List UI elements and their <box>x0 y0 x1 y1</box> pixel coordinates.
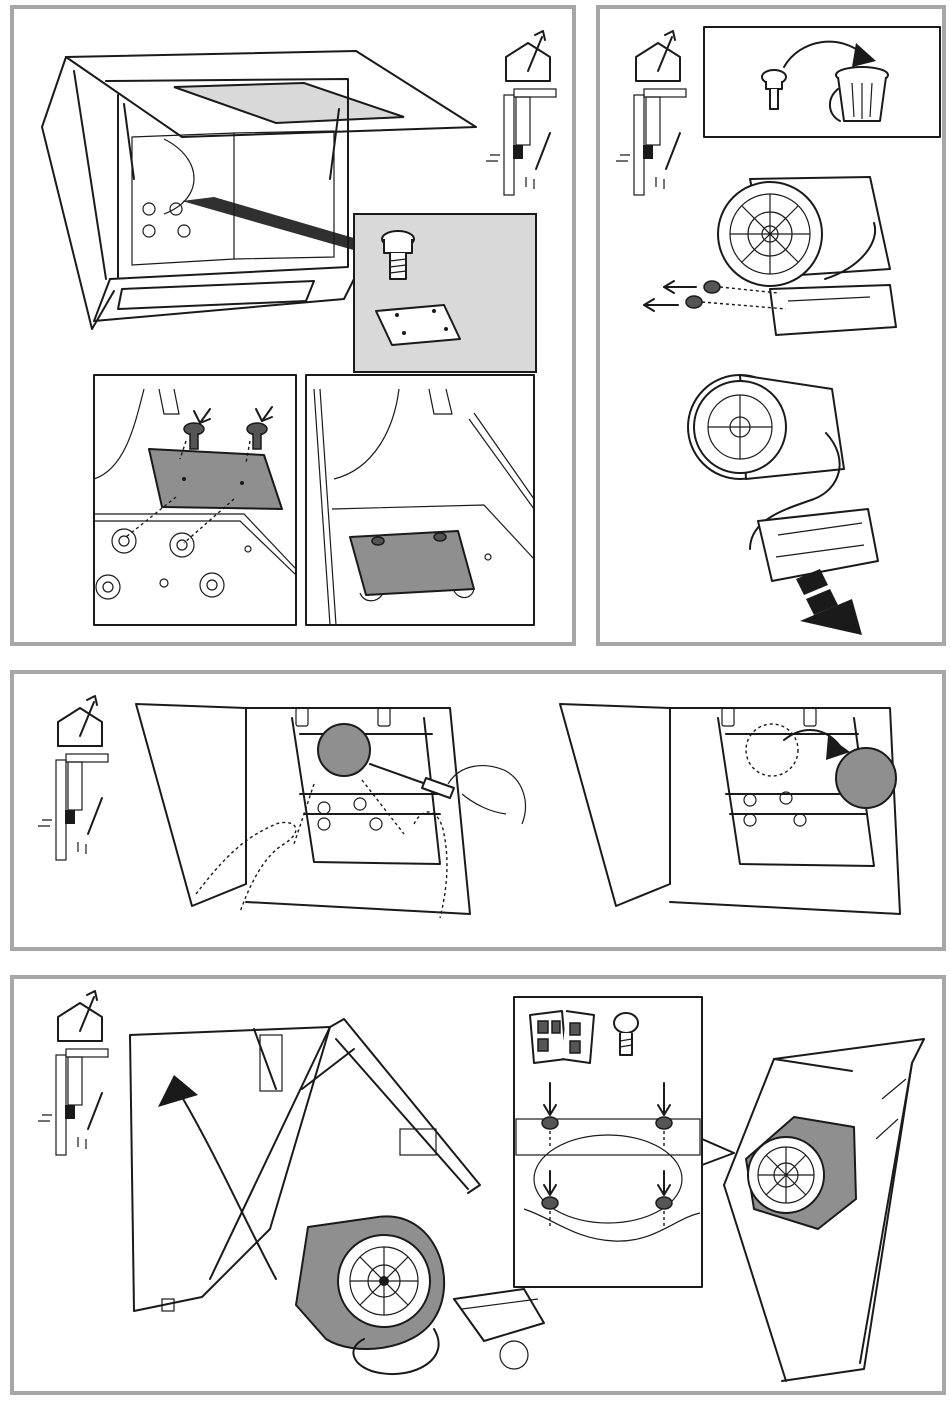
motor-blower-icon <box>296 1216 544 1374</box>
step-remove-mounting-plate <box>10 5 576 646</box>
wall-duct-icon <box>38 754 108 860</box>
house-vent-icon <box>58 696 102 746</box>
pull-out-arrow <box>796 569 862 635</box>
wall-duct-icon <box>38 1049 108 1155</box>
instruction-booklet-icon <box>530 1011 594 1063</box>
house-vent-icon <box>636 31 680 81</box>
wall-duct-icon <box>486 89 556 195</box>
motor-blower-icon <box>718 177 896 335</box>
step-remove-cover-disc <box>10 670 946 951</box>
house-vent-icon <box>58 991 102 1041</box>
hood-back-disc-removed <box>560 704 900 914</box>
screw-icon <box>686 281 720 308</box>
screw-and-plate-callout <box>354 214 536 372</box>
wall-duct-icon <box>616 89 686 195</box>
discard-screw-box <box>704 27 940 137</box>
screwdriver-icon <box>370 764 454 798</box>
hood-back-with-disc <box>136 704 470 914</box>
step-install-motor <box>10 975 946 1395</box>
motor-blower-icon <box>688 375 878 581</box>
detail-screwing-plate <box>94 375 296 625</box>
step-remove-motor-unit <box>596 5 946 646</box>
house-vent-icon <box>506 31 550 81</box>
detail-plate-fixed <box>306 375 534 625</box>
motor-blower-icon <box>746 1117 856 1229</box>
install-detail-box <box>514 997 702 1287</box>
